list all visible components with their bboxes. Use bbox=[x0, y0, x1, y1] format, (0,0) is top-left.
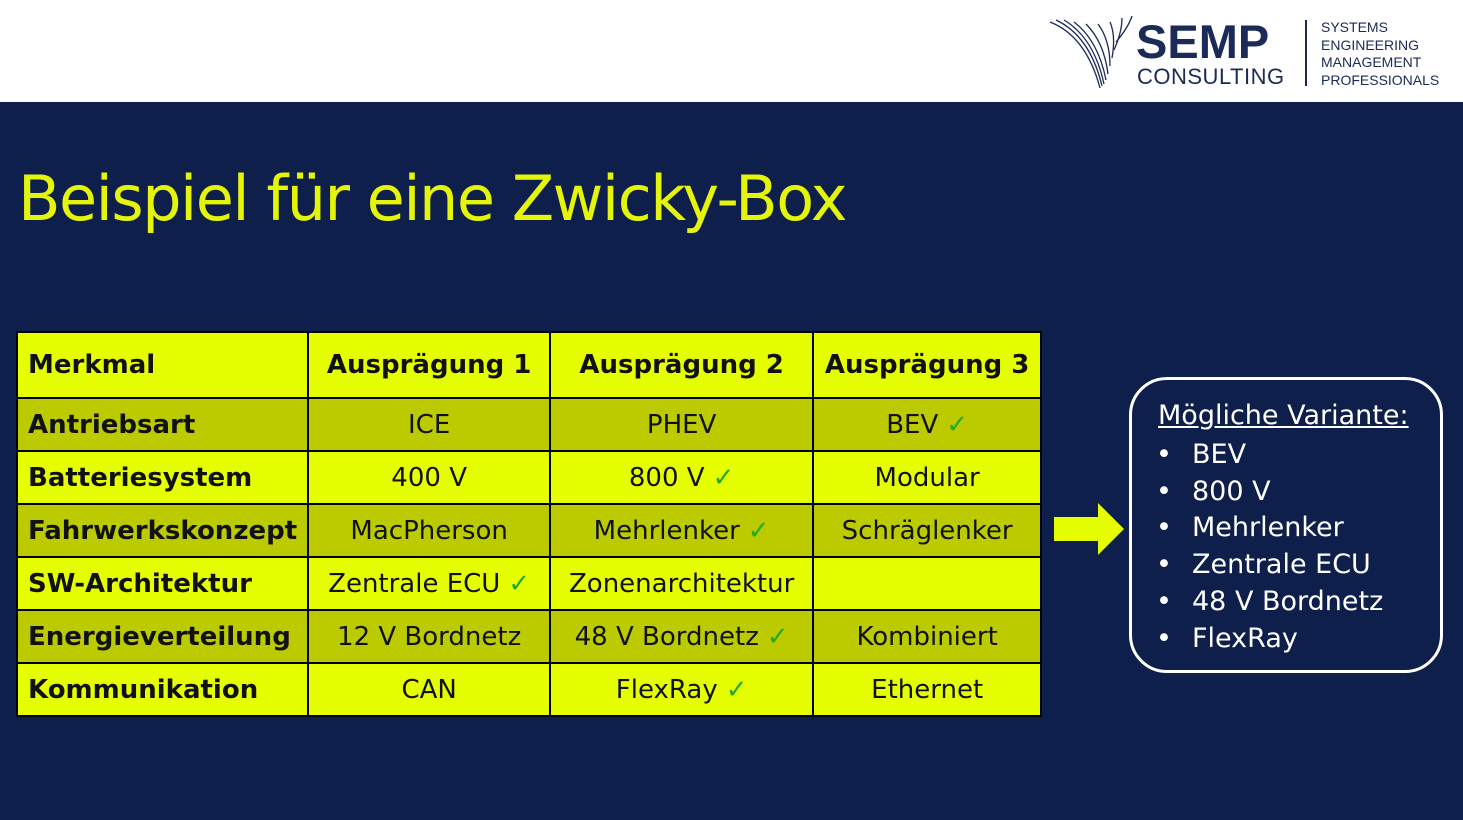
logo-tagline-line: SYSTEMS bbox=[1321, 19, 1388, 35]
cell-value: BEV bbox=[886, 409, 939, 440]
auspraegung-cell: BEV✓ bbox=[812, 397, 1043, 452]
merkmal-cell: Energieverteilung bbox=[15, 609, 310, 664]
list-item: • 48 V Bordnetz bbox=[1156, 584, 1383, 621]
bullet-icon: • bbox=[1156, 439, 1172, 470]
list-item: • FlexRay bbox=[1156, 621, 1383, 658]
variant-box: Mögliche Variante: • BEV • 800 V • Mehrlenker… bbox=[1129, 377, 1443, 673]
list-item: • Mehrlenker bbox=[1156, 510, 1383, 547]
merkmal-cell: Kommunikation bbox=[15, 662, 310, 717]
auspraegung-cell: MacPherson bbox=[307, 503, 552, 558]
cell-value: Zentrale ECU bbox=[328, 568, 501, 599]
auspraegung-cell: Mehrlenker✓ bbox=[549, 503, 815, 558]
cell-value: CAN bbox=[401, 674, 457, 705]
logo-wing-icon bbox=[1049, 15, 1133, 89]
auspraegung-cell: FlexRay✓ bbox=[549, 662, 815, 717]
slide-title: Beispiel für eine Zwicky-Box bbox=[18, 162, 847, 235]
cell-value: ICE bbox=[408, 409, 451, 440]
cell-value: Zonenarchitektur bbox=[568, 568, 795, 599]
auspraegung-cell: Zonenarchitektur bbox=[549, 556, 815, 611]
cell-value: 400 V bbox=[391, 462, 467, 493]
checkmark-icon: ✓ bbox=[508, 568, 531, 599]
logo-subbrand: CONSULTING bbox=[1137, 64, 1285, 89]
checkmark-icon: ✓ bbox=[712, 462, 735, 493]
table-row: Energieverteilung 12 V Bordnetz 48 V Bordn… bbox=[15, 609, 1043, 664]
logo-divider bbox=[1305, 20, 1307, 86]
list-item-label: Zentrale ECU bbox=[1192, 549, 1371, 581]
variant-heading: Mögliche Variante: bbox=[1158, 400, 1409, 431]
auspraegung-cell: Kombiniert bbox=[812, 609, 1043, 664]
checkmark-icon: ✓ bbox=[747, 515, 770, 546]
table-row: Batteriesystem 400 V 800 V✓ Modular bbox=[15, 450, 1043, 505]
auspraegung-cell: Schräglenker bbox=[812, 503, 1043, 558]
list-item: • Zentrale ECU bbox=[1156, 547, 1383, 584]
auspraegung-cell: 12 V Bordnetz bbox=[307, 609, 552, 664]
logo-brand: SEMP bbox=[1136, 15, 1270, 68]
cell-value: Modular bbox=[874, 462, 980, 493]
cell-value: PHEV bbox=[646, 409, 717, 440]
cell-value: 800 V bbox=[628, 462, 705, 493]
merkmal-cell: SW-Architektur bbox=[15, 556, 310, 611]
auspraegung-cell: PHEV bbox=[549, 397, 815, 452]
table-header-row: Merkmal Ausprägung 1 Ausprägung 2 Ausprä… bbox=[15, 331, 1043, 399]
checkmark-icon: ✓ bbox=[946, 409, 969, 440]
list-item-label: 48 V Bordnetz bbox=[1192, 585, 1384, 617]
logo-tagline: SYSTEMS ENGINEERING MANAGEMENT PROFESSIO… bbox=[1321, 19, 1439, 89]
auspraegung-cell: ICE bbox=[307, 397, 552, 452]
auspraegung-cell: 400 V bbox=[307, 450, 552, 505]
semp-logo: SEMP CONSULTING SYSTEMS ENGINEERING MANA… bbox=[1046, 14, 1446, 92]
list-item-label: FlexRay bbox=[1192, 622, 1298, 654]
checkmark-icon: ✓ bbox=[766, 621, 789, 652]
auspraegung-cell bbox=[812, 556, 1043, 611]
cell-value: Kombiniert bbox=[856, 621, 998, 652]
bullet-icon: • bbox=[1156, 512, 1172, 544]
header-auspraegung-3: Ausprägung 3 bbox=[812, 331, 1043, 399]
list-item: • BEV bbox=[1156, 437, 1383, 474]
merkmal-cell: Fahrwerkskonzept bbox=[15, 503, 310, 558]
header-auspraegung-2: Ausprägung 2 bbox=[549, 331, 815, 399]
right-arrow-icon bbox=[1054, 503, 1124, 555]
header-bar: SEMP CONSULTING SYSTEMS ENGINEERING MANA… bbox=[0, 0, 1463, 102]
list-item-label: 800 V bbox=[1192, 475, 1271, 507]
table-row: Kommunikation CAN FlexRay✓ Ethernet bbox=[15, 662, 1043, 717]
auspraegung-cell: 48 V Bordnetz✓ bbox=[549, 609, 815, 664]
auspraegung-cell: Modular bbox=[812, 450, 1043, 505]
cell-value: 12 V Bordnetz bbox=[337, 621, 522, 652]
checkmark-icon: ✓ bbox=[725, 674, 748, 705]
bullet-icon: • bbox=[1156, 585, 1172, 617]
list-item-label: Mehrlenker bbox=[1192, 512, 1344, 544]
bullet-icon: • bbox=[1156, 475, 1172, 507]
auspraegung-cell: CAN bbox=[307, 662, 552, 717]
logo-tagline-line: MANAGEMENT bbox=[1321, 54, 1422, 70]
header-merkmal: Merkmal bbox=[15, 331, 310, 399]
list-item: • 800 V bbox=[1156, 474, 1383, 511]
variant-list: • BEV • 800 V • Mehrlenker • Zentrale ECU • 48 V … bbox=[1156, 437, 1383, 657]
auspraegung-cell: 800 V✓ bbox=[549, 450, 815, 505]
zwicky-table: Merkmal Ausprägung 1 Ausprägung 2 Ausprä… bbox=[15, 331, 1043, 717]
logo-tagline-line: PROFESSIONALS bbox=[1321, 71, 1440, 88]
slide-body: Beispiel für eine Zwicky-Box Merkmal Aus… bbox=[0, 102, 1463, 820]
cell-value: Schräglenker bbox=[841, 515, 1013, 546]
merkmal-cell: Antriebsart bbox=[15, 397, 310, 452]
header-auspraegung-1: Ausprägung 1 bbox=[307, 331, 552, 399]
bullet-icon: • bbox=[1156, 549, 1172, 581]
cell-value: FlexRay bbox=[615, 674, 718, 705]
auspraegung-cell: Zentrale ECU✓ bbox=[307, 556, 552, 611]
bullet-icon: • bbox=[1156, 622, 1172, 654]
auspraegung-cell: Ethernet bbox=[812, 662, 1043, 717]
table-row: Fahrwerkskonzept MacPherson Mehrlenker✓ Sch… bbox=[15, 503, 1043, 558]
cell-value: Mehrlenker bbox=[593, 515, 740, 546]
list-item-label: BEV bbox=[1192, 439, 1247, 470]
cell-value: 48 V Bordnetz bbox=[574, 621, 759, 652]
logo-tagline-line: ENGINEERING bbox=[1321, 36, 1420, 53]
table-row: Antriebsart ICE PHEV BEV✓ bbox=[15, 397, 1043, 452]
cell-value: Ethernet bbox=[871, 674, 984, 705]
cell-value: MacPherson bbox=[350, 515, 508, 546]
merkmal-cell: Batteriesystem bbox=[15, 450, 310, 505]
